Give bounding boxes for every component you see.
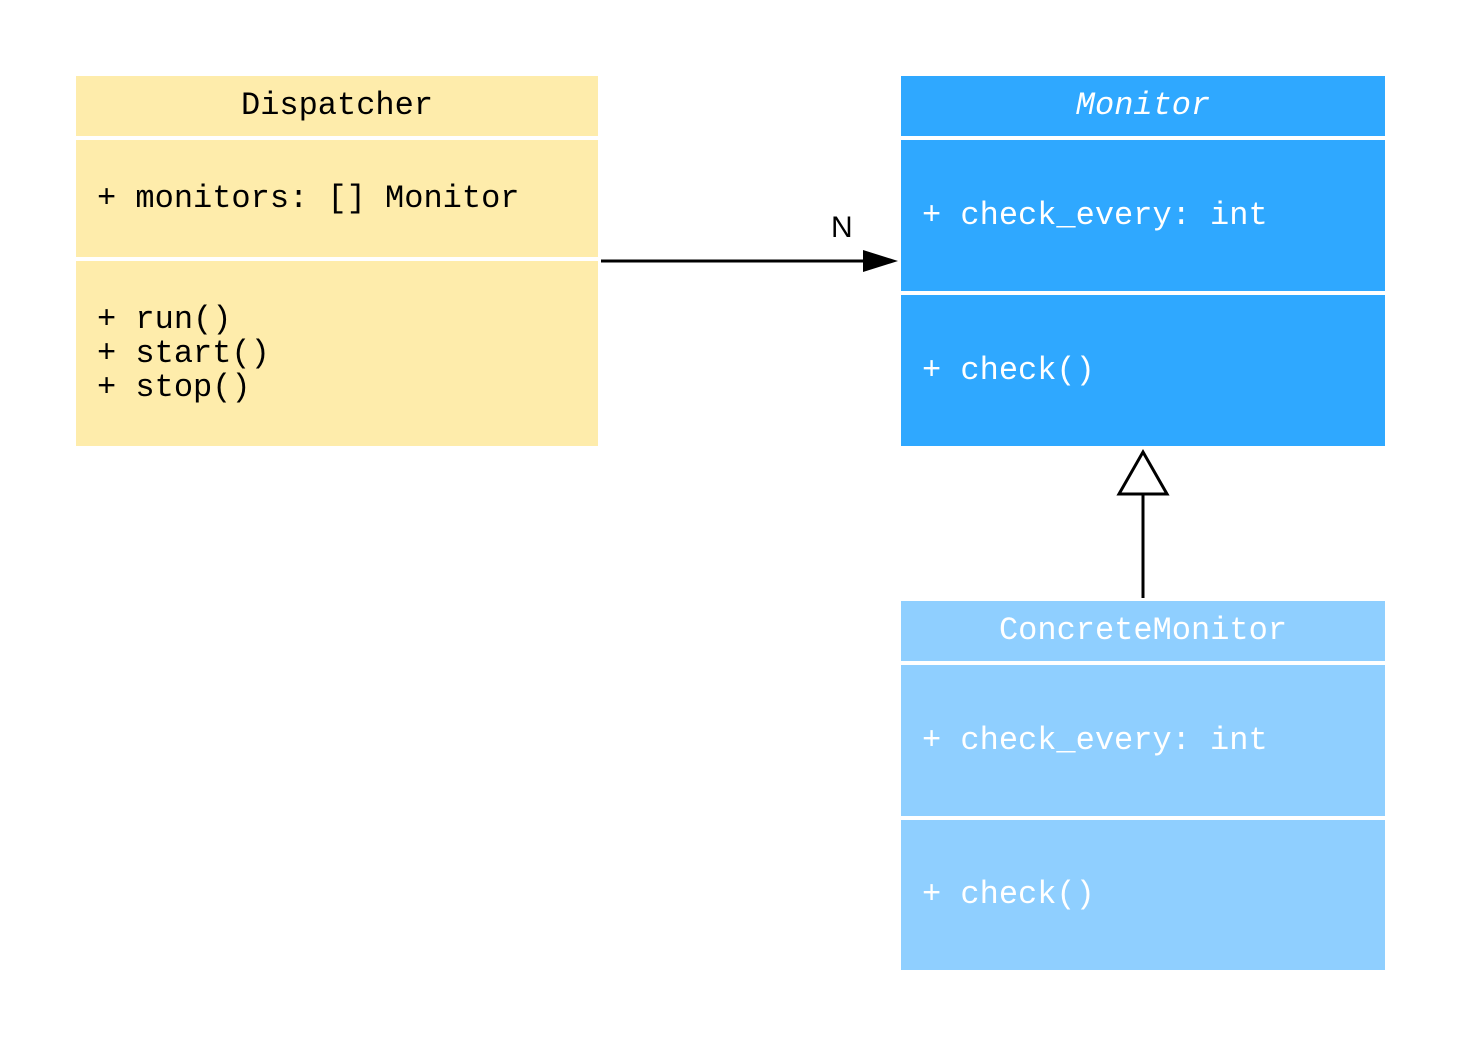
dispatcher-methods: + run() + start() + stop(): [76, 261, 598, 446]
monitor-methods: + check(): [901, 295, 1385, 446]
dispatcher-name: Dispatcher: [76, 76, 598, 136]
concrete-monitor-name: ConcreteMonitor: [901, 601, 1385, 661]
monitor-name: Monitor: [901, 76, 1385, 136]
inheritance-arrow: [1116, 448, 1170, 598]
association-arrow: [601, 250, 898, 272]
multiplicity-label: N: [831, 211, 853, 244]
dispatcher-attributes: + monitors: [] Monitor: [76, 140, 598, 257]
monitor-attributes: + check_every: int: [901, 140, 1385, 291]
concrete-monitor-attributes: + check_every: int: [901, 665, 1385, 816]
concrete-monitor-methods: + check(): [901, 820, 1385, 970]
